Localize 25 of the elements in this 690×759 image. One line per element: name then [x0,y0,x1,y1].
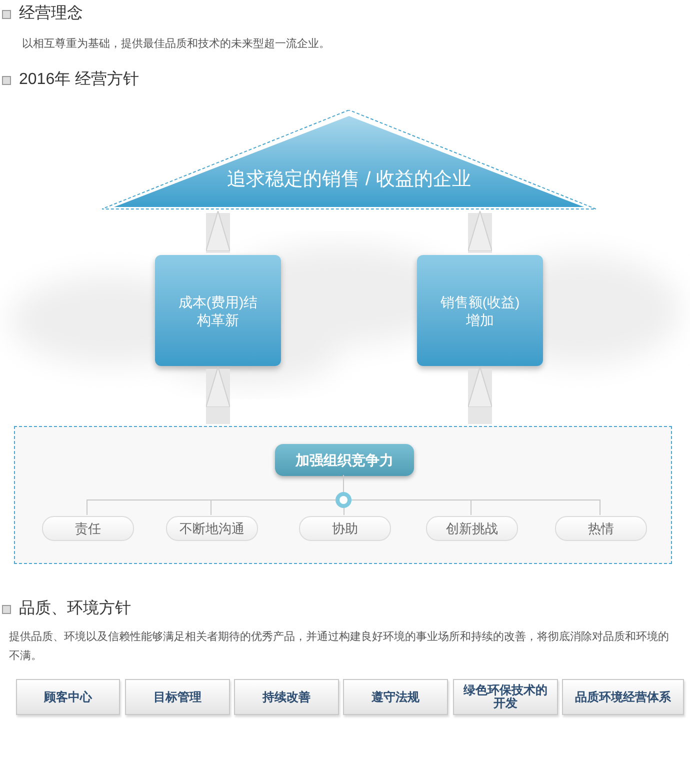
value-pill: 责任 [42,516,134,541]
goal-box: 销售额(收益)增加 [417,255,543,366]
section-heading: 2016年 经营方针 [19,70,140,90]
value-pill: 热情 [555,516,647,541]
block-arrow [206,210,230,253]
block-arrow [468,210,492,253]
value-pill: 创新挑战 [426,516,518,541]
policy-tab: 遵守法规 [343,679,448,715]
paragraph: 提供品质、环境以及信赖性能够满足相关者期待的优秀产品，并通过构建良好环境的事业场所和持续的改善，将彻底消除对品质和环境的不满。 [9,630,670,664]
policy-tab: 持续改善 [234,679,339,715]
value-pill: 协助 [299,516,391,541]
core-value-box: 加强组织竞争力 [275,444,414,476]
policy-tab: 绿色环保技术的开发 [453,679,558,715]
dashed-panel [14,426,672,564]
roof-triangle: 追求稳定的销售 / 收益的企业 [102,110,596,210]
goal-box: 成本(费用)结构革新 [155,255,281,366]
block-arrow [468,366,492,424]
policy-tab: 品质环境经营体系 [562,679,684,715]
section-heading: 品质、环境方针 [19,598,131,619]
section-heading: 经营理念 [19,4,83,24]
block-arrow [206,366,230,424]
policy-tab: 目标管理 [125,679,230,715]
paragraph: 以相互尊重为基础，提供最佳品质和技术的未来型超一流企业。 [22,36,330,52]
policy-tab: 顾客中心 [16,679,120,715]
value-pill: 不断地沟通 [166,516,258,541]
